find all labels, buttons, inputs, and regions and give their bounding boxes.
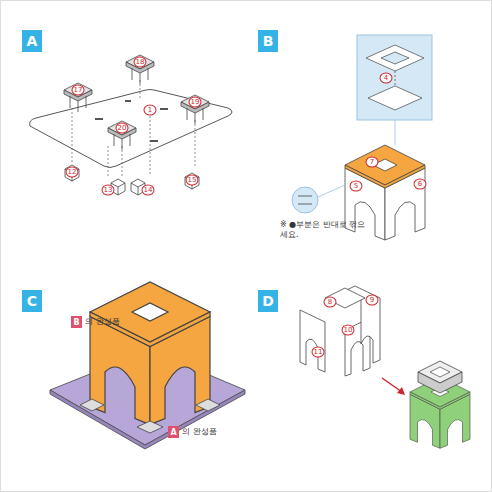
step-badge: A [168,426,179,438]
callout-number: 8 [324,297,337,308]
callout-number: 20 [116,123,129,134]
step-badge: A [22,30,42,52]
callout-number: 13 [102,185,115,196]
callout-number: 4 [380,73,393,84]
callout-number: 7 [366,157,379,168]
badge-letter: D [262,293,274,309]
callout-number: 1 [144,105,157,116]
callout-number: 14 [142,185,155,196]
caption-text: 의 완성품 [85,316,120,327]
step-badge: B [71,316,82,328]
callout-number: 18 [134,57,147,68]
callout-number: 9 [366,295,379,306]
step-badge: B [258,30,278,52]
callout-number: 10 [342,325,355,336]
badge-letter: B [73,318,79,327]
badge-letter: A [170,428,176,437]
badge-letter: C [27,293,37,309]
callout-number: 17 [72,85,85,96]
caption-text: 의 완성품 [182,426,217,437]
callout-number: 6 [414,179,427,190]
callout-number: 11 [312,347,325,358]
instruction-note: ※ ●부분은 반대로 꺾으세요. [280,220,372,240]
badge-letter: B [263,33,274,49]
callout-number: 5 [350,181,363,192]
callout-number: 19 [189,97,202,108]
step-badge: C [22,290,42,312]
callout-number: 15 [186,175,199,186]
step-badge: D [258,290,278,312]
badge-letter: A [27,33,38,49]
callout-number: 12 [66,167,79,178]
